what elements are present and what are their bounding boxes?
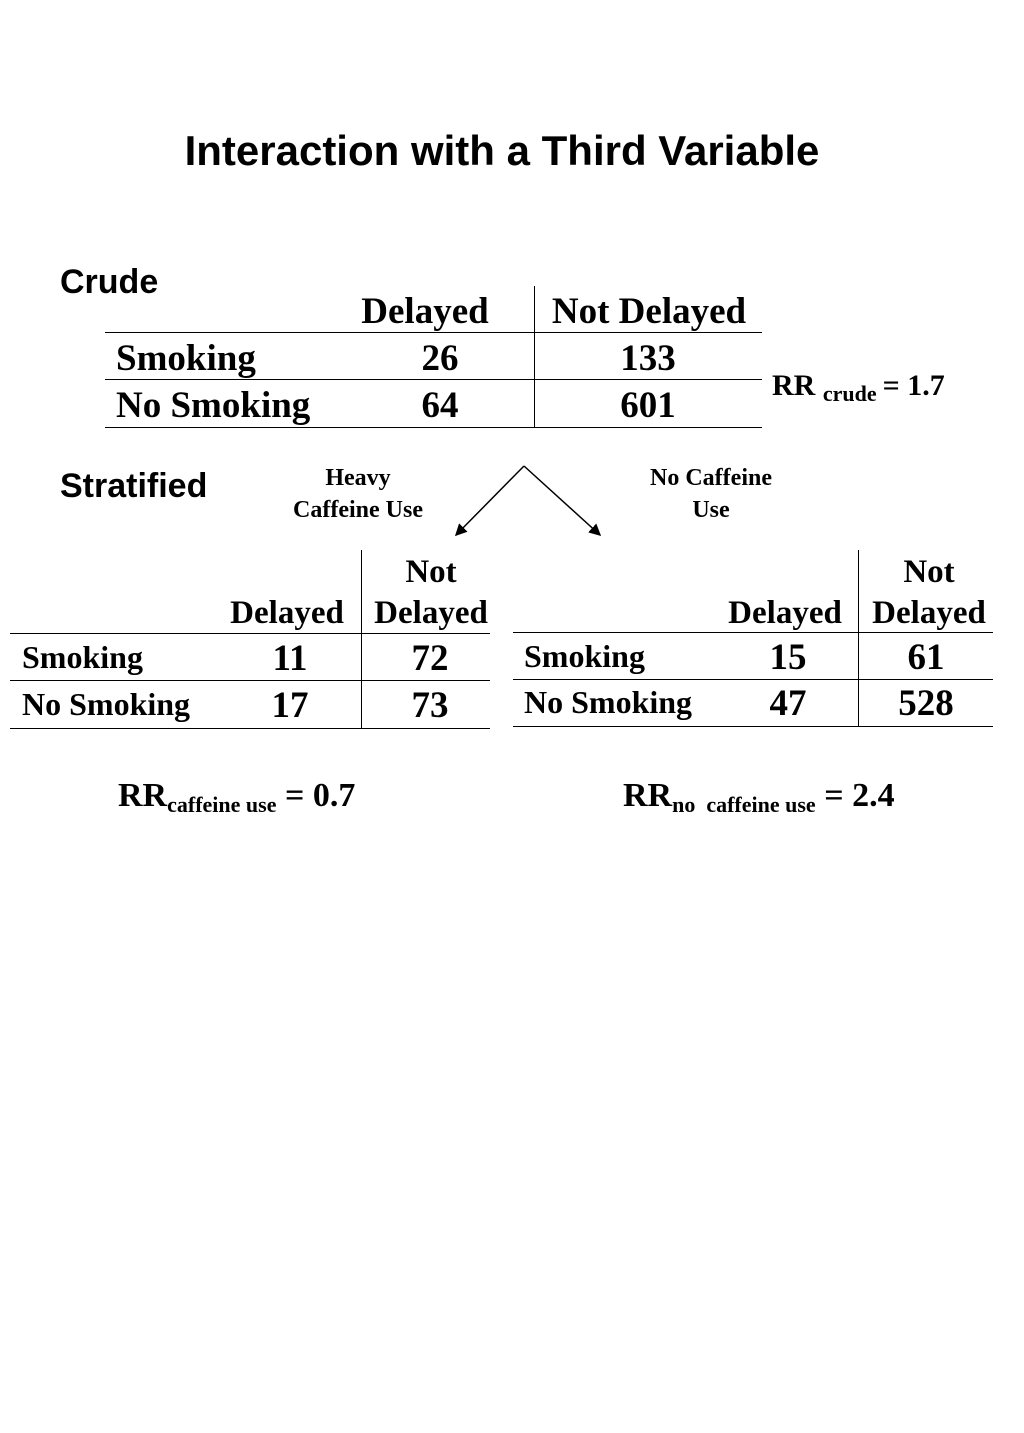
right-rule-top — [513, 632, 993, 633]
crude-header-not-delayed: Not Delayed — [551, 291, 747, 332]
crude-row-no-smoking-label: No Smoking — [116, 385, 311, 426]
right-row-smoking-label: Smoking — [524, 638, 645, 674]
left-row-no-smoking-not-delayed: 73 — [411, 685, 449, 726]
right-row-no-smoking-label: No Smoking — [524, 684, 693, 720]
branch-no-caffeine-label: No Caffeine Use — [650, 465, 772, 523]
crude-rr: RR crude= 1.7 — [772, 369, 945, 406]
crude-row-no-smoking-not-delayed: 601 — [620, 385, 676, 426]
branch-arrows — [454, 465, 602, 537]
left-rule-top — [10, 633, 490, 634]
crude-rule-mid — [105, 379, 762, 380]
left-row-smoking-delayed: 11 — [272, 638, 308, 679]
right-rule-mid — [513, 679, 993, 680]
left-header-delayed: Delayed — [230, 595, 344, 631]
branch-arrow-right — [523, 465, 602, 537]
left-rule-mid — [10, 680, 490, 681]
right-column-divider — [858, 550, 859, 727]
left-column-divider — [361, 550, 362, 729]
crude-label: Crude — [60, 263, 159, 301]
right-row-smoking-delayed: 15 — [769, 637, 807, 678]
right-row-smoking-not-delayed: 61 — [907, 637, 945, 678]
branch-arrow-left — [454, 465, 525, 537]
crude-row-smoking-delayed: 26 — [421, 338, 459, 379]
left-row-no-smoking-label: No Smoking — [22, 686, 191, 722]
page-title: Interaction with a Third Variable — [184, 127, 820, 174]
left-row-no-smoking-delayed: 17 — [271, 685, 309, 726]
crude-rule-bottom — [105, 427, 762, 428]
crude-row-no-smoking-delayed: 64 — [421, 385, 459, 426]
right-header-delayed: Delayed — [728, 595, 842, 631]
right-rr: RRno caffeine use = 2.4 — [623, 777, 895, 817]
crude-rule-top — [105, 332, 762, 333]
crude-row-smoking-not-delayed: 133 — [620, 338, 676, 379]
left-header-delayed-2: Delayed — [374, 595, 488, 631]
left-rule-bottom — [10, 728, 490, 729]
crude-header-delayed: Delayed — [361, 291, 489, 332]
right-row-no-smoking-not-delayed: 528 — [898, 683, 954, 724]
left-rr: RRcaffeine use = 0.7 — [118, 777, 356, 817]
stratified-label: Stratified — [60, 467, 208, 505]
crude-column-divider — [534, 286, 535, 428]
left-row-smoking-not-delayed: 72 — [411, 638, 449, 679]
left-row-smoking-label: Smoking — [22, 639, 143, 675]
branch-heavy-caffeine-label: Heavy Caffeine Use — [293, 465, 423, 523]
crude-row-smoking-label: Smoking — [116, 338, 256, 379]
right-header-delayed-2: Delayed — [872, 595, 986, 631]
right-rule-bottom — [513, 726, 993, 727]
left-header-not: Not — [405, 554, 457, 590]
right-header-not: Not — [903, 554, 955, 590]
right-row-no-smoking-delayed: 47 — [769, 683, 807, 724]
